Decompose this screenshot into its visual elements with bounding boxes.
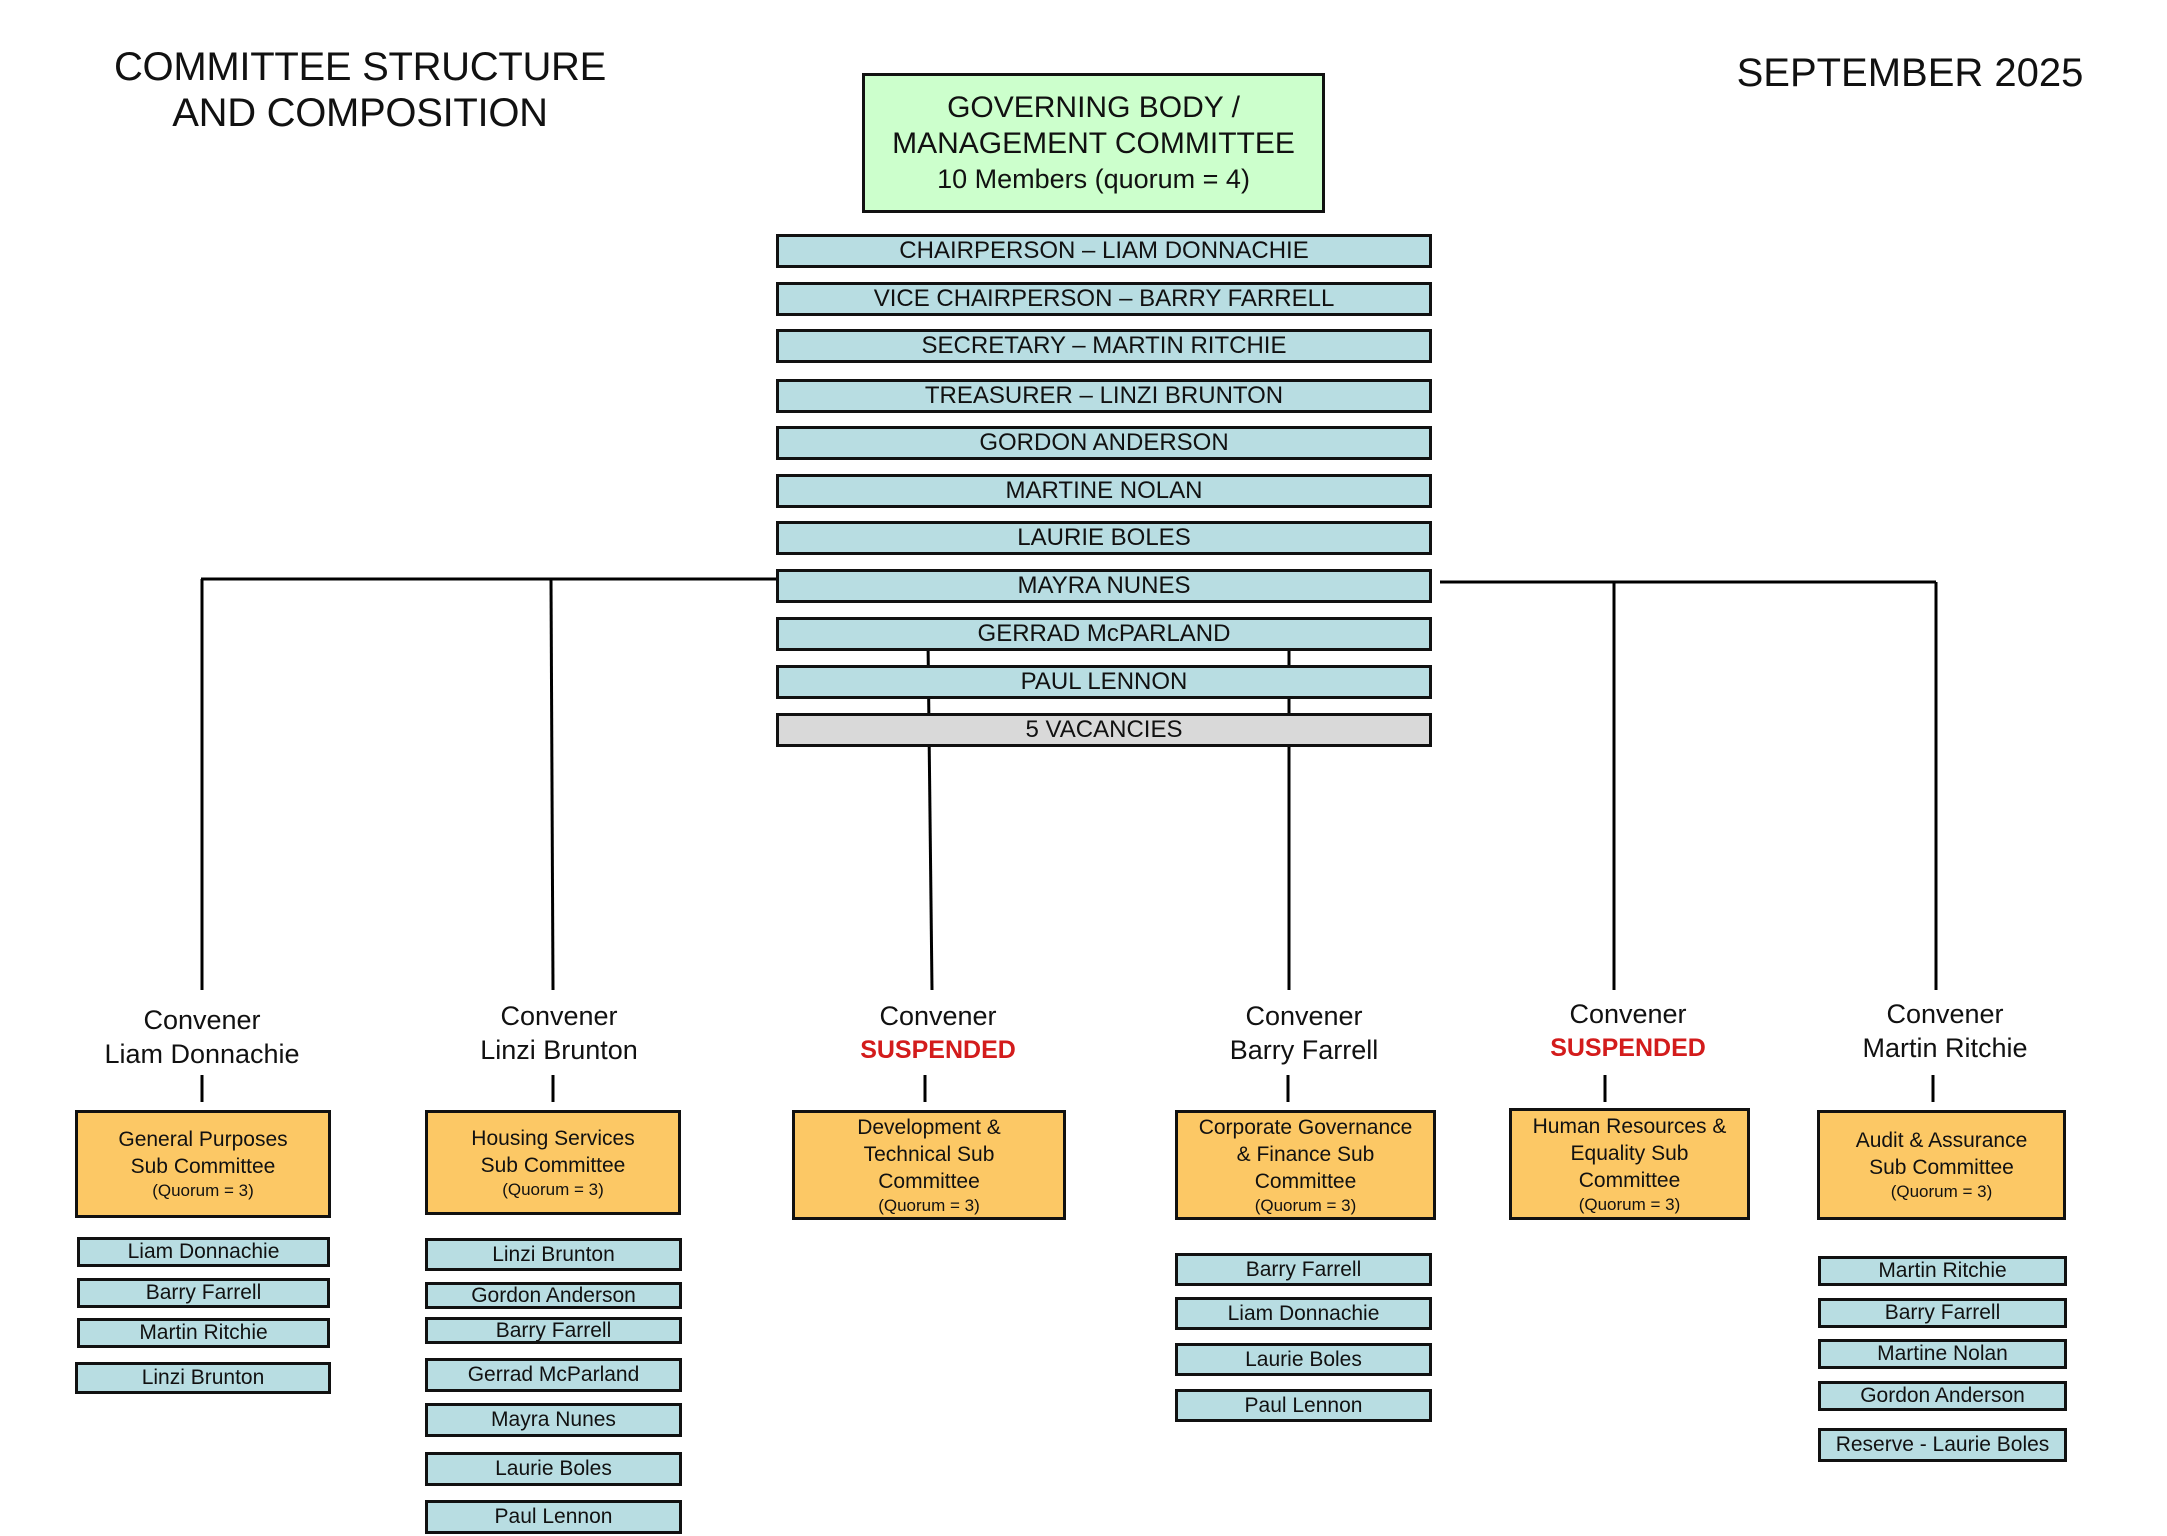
sub-committee-quorum: (Quorum = 3): [1254, 1195, 1357, 1215]
sub-committee-member: Martin Ritchie: [77, 1318, 330, 1348]
sub-committee-name-line: Sub Committee: [480, 1153, 626, 1177]
document-date: SEPTEMBER 2025: [1736, 51, 2084, 95]
convener-status-suspended: SUSPENDED: [860, 1036, 1016, 1064]
sub-committee-member: Liam Donnachie: [77, 1237, 330, 1267]
sub-committee-name-line: General Purposes: [118, 1128, 288, 1151]
convener-audit-assurance: Convener Martin Ritchie: [1795, 997, 2095, 1065]
sub-committee-member: Linzi Brunton: [425, 1238, 682, 1271]
sub-committee-member: Paul Lennon: [1175, 1389, 1432, 1422]
board-member: TREASURER – LINZI BRUNTON: [776, 379, 1432, 413]
sub-committee-quorum: (Quorum = 3): [1890, 1182, 1993, 1201]
sub-committee-name-line: Sub Committee: [1869, 1156, 2014, 1179]
sub-committee-housing-services: Housing Services Sub Committee (Quorum =…: [425, 1110, 681, 1215]
sub-committee-member: Liam Donnachie: [1175, 1297, 1432, 1330]
governing-body-box: GOVERNING BODY / MANAGEMENT COMMITTEE 10…: [862, 73, 1325, 213]
board-member: GERRAD McPARLAND: [776, 617, 1432, 651]
sub-committee-member: Martin Ritchie: [1818, 1256, 2067, 1286]
vacancies-bar: 5 VACANCIES: [776, 713, 1432, 747]
document-title: COMMITTEE STRUCTURE AND COMPOSITION: [110, 44, 610, 136]
connector-vertical-2: [549, 578, 555, 991]
sub-committee-member: Barry Farrell: [77, 1278, 330, 1308]
convener-name: Barry Farrell: [1229, 1035, 1379, 1065]
sub-committee-name-line: Development &: [857, 1115, 1001, 1139]
document-title-line2: AND COMPOSITION: [172, 91, 548, 135]
convener-label: Convener: [143, 1005, 261, 1035]
sub-committee-member: Gerrad McParland: [425, 1358, 682, 1392]
sub-committee-name-line: & Finance Sub: [1236, 1142, 1375, 1166]
convener-label: Convener: [1886, 999, 2004, 1029]
sub-committee-name-line: Committee: [1578, 1168, 1681, 1192]
sub-committee-audit-assurance: Audit & Assurance Sub Committee (Quorum …: [1817, 1110, 2066, 1220]
board-member: VICE CHAIRPERSON – BARRY FARRELL: [776, 282, 1432, 316]
sub-committee-member: Gordon Anderson: [425, 1282, 682, 1309]
sub-committee-member: Barry Farrell: [1818, 1298, 2067, 1328]
sub-committee-member: Barry Farrell: [1175, 1253, 1432, 1286]
sub-committee-member: Mayra Nunes: [425, 1403, 682, 1437]
sub-committee-member: Linzi Brunton: [75, 1362, 331, 1394]
sub-committee-name-line: Housing Services: [471, 1126, 635, 1150]
board-member: GORDON ANDERSON: [776, 426, 1432, 460]
board-member: MAYRA NUNES: [776, 569, 1432, 603]
sub-committee-human-resources: Human Resources & Equality Sub Committee…: [1509, 1108, 1750, 1220]
sub-committee-name-line: Human Resources &: [1532, 1114, 1727, 1138]
sub-committee-member: Laurie Boles: [1175, 1343, 1432, 1376]
governing-body-title-line2: MANAGEMENT COMMITTEE: [892, 127, 1295, 160]
sub-committee-member: Barry Farrell: [425, 1317, 682, 1344]
sub-committee-development-technical: Development & Technical Sub Committee (Q…: [792, 1110, 1066, 1220]
sub-committee-name-line: Technical Sub: [863, 1142, 995, 1166]
governing-body-title-line1: GOVERNING BODY /: [947, 91, 1240, 124]
governing-body-subtitle: 10 Members (quorum = 4): [937, 164, 1250, 194]
sub-committee-general-purposes: General Purposes Sub Committee (Quorum =…: [75, 1110, 331, 1218]
sub-committee-member: Laurie Boles: [425, 1452, 682, 1486]
convener-general-purposes: Convener Liam Donnachie: [52, 1003, 352, 1071]
sub-committee-name-line: Sub Committee: [130, 1155, 276, 1178]
convener-development-technical: Convener SUSPENDED: [788, 999, 1088, 1067]
convener-status-suspended: SUSPENDED: [1550, 1034, 1706, 1062]
sub-committee-quorum: (Quorum = 3): [152, 1181, 254, 1200]
board-member: LAURIE BOLES: [776, 521, 1432, 555]
board-member: SECRETARY – MARTIN RITCHIE: [776, 329, 1432, 363]
sub-committee-member: Paul Lennon: [425, 1500, 682, 1534]
sub-committee-member: Gordon Anderson: [1818, 1381, 2067, 1411]
board-member: CHAIRPERSON – LIAM DONNACHIE: [776, 234, 1432, 268]
convener-name: Martin Ritchie: [1862, 1033, 2028, 1063]
sub-committee-name-line: Committee: [878, 1169, 980, 1193]
sub-committee-name-line: Equality Sub: [1570, 1141, 1689, 1165]
sub-committee-quorum: (Quorum = 3): [1578, 1194, 1681, 1214]
sub-committee-member: Martine Nolan: [1818, 1339, 2067, 1369]
convener-name: Linzi Brunton: [480, 1035, 638, 1065]
sub-committee-name-line: Audit & Assurance: [1855, 1129, 2028, 1152]
board-member: MARTINE NOLAN: [776, 474, 1432, 508]
convener-corporate-governance: Convener Barry Farrell: [1154, 999, 1454, 1067]
convener-label: Convener: [500, 1001, 618, 1031]
convener-label: Convener: [879, 1001, 997, 1031]
convener-housing-services: Convener Linzi Brunton: [409, 999, 709, 1067]
convener-label: Convener: [1569, 999, 1687, 1029]
sub-committee-name-line: Corporate Governance: [1198, 1115, 1413, 1139]
document-title-line1: COMMITTEE STRUCTURE: [113, 45, 607, 89]
board-member: PAUL LENNON: [776, 665, 1432, 699]
convener-human-resources: Convener SUSPENDED: [1478, 997, 1778, 1065]
sub-committee-quorum: (Quorum = 3): [878, 1195, 980, 1215]
convener-name: Liam Donnachie: [104, 1039, 300, 1069]
sub-committee-corporate-governance: Corporate Governance & Finance Sub Commi…: [1175, 1110, 1436, 1220]
sub-committee-name-line: Committee: [1254, 1169, 1357, 1193]
convener-label: Convener: [1245, 1001, 1363, 1031]
sub-committee-quorum: (Quorum = 3): [502, 1179, 604, 1199]
sub-committee-member: Reserve - Laurie Boles: [1818, 1428, 2067, 1462]
